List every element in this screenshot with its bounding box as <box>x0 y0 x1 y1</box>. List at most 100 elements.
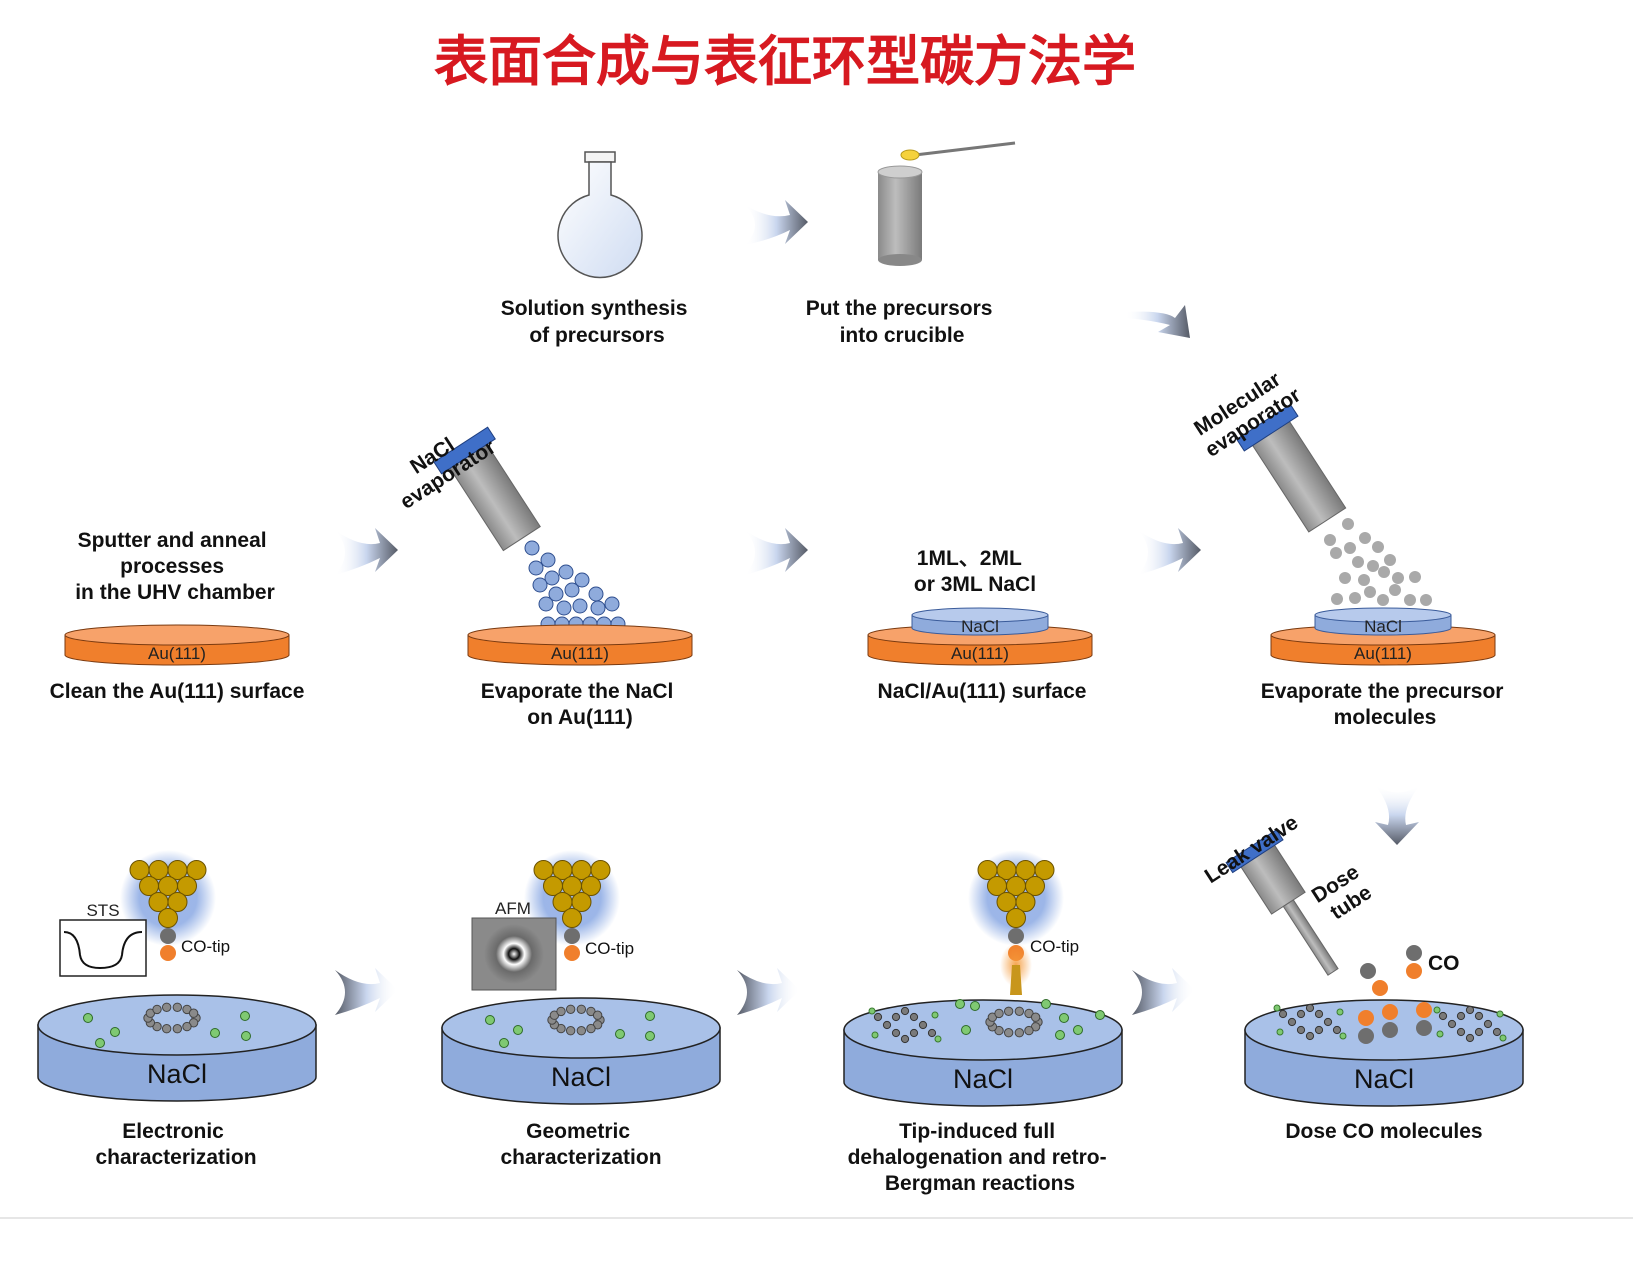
halogen-atom <box>1339 1032 1347 1040</box>
ring-carbon-atom <box>161 1024 172 1034</box>
precursor-atom <box>873 1012 883 1022</box>
nacl-particle <box>540 552 556 568</box>
chlorine-atom <box>1055 1030 1065 1040</box>
co-atom <box>1358 1010 1374 1026</box>
product-molecules-1 <box>83 1002 251 1048</box>
arrow-left-icon <box>737 968 800 1015</box>
chlorine-atom <box>485 1015 495 1025</box>
svg-text:NaCl: NaCl <box>953 1064 1013 1094</box>
co-oxygen-atom <box>160 945 176 961</box>
arrow-right-icon <box>1138 528 1201 575</box>
precursor-particle <box>1372 541 1384 553</box>
arrow-right-icon <box>745 200 808 245</box>
chlorine-atom <box>970 1001 980 1011</box>
precursor-atom <box>1314 1009 1324 1019</box>
caption-electronic: Electronic characterization <box>95 1120 256 1169</box>
tip-atom <box>581 876 601 896</box>
ring-carbon-atom <box>565 1004 576 1014</box>
product-molecules-2 <box>485 1004 655 1048</box>
precursor-particle <box>1378 566 1390 578</box>
halogen-atom <box>1496 1010 1504 1018</box>
tip-3 <box>968 850 1064 961</box>
caption-clean: Clean the Au(111) surface <box>50 680 305 703</box>
chlorine-atom <box>499 1038 509 1048</box>
nacl-particle <box>590 600 606 616</box>
co-atom <box>1360 963 1376 979</box>
precursor-particle <box>1359 532 1371 544</box>
co-carbon-atom <box>564 928 580 944</box>
svg-text:Au(111): Au(111) <box>951 644 1009 663</box>
precursor-atom <box>1447 1019 1457 1029</box>
nacl-layer-1: NaCl <box>911 607 1049 636</box>
ring-carbon-atom <box>1030 1012 1041 1022</box>
svg-text:AFM: AFM <box>495 899 531 918</box>
halogen-atom <box>1273 1004 1281 1012</box>
precursor-atom <box>1456 1011 1466 1021</box>
nacl-platform-4: NaCl <box>1244 999 1524 1107</box>
ring-carbon-atom <box>152 1004 162 1015</box>
nacl-particle <box>604 596 620 612</box>
halogen-atom <box>1276 1028 1284 1036</box>
nacl-particle <box>538 596 554 612</box>
chlorine-atom <box>645 1031 655 1041</box>
nacl-particle <box>548 586 564 602</box>
chlorine-atom <box>1059 1013 1069 1023</box>
precursor-atom <box>1483 1019 1493 1029</box>
chlorine-atom <box>961 1025 971 1035</box>
halogen-atom <box>871 1031 879 1039</box>
nacl-layer-2: NaCl <box>1314 607 1452 636</box>
svg-text:Au(111): Au(111) <box>551 644 609 663</box>
chlorine-atom <box>83 1013 93 1023</box>
caption-evap-precursor: Evaporate the precursor molecules <box>1261 680 1510 729</box>
ring-carbon-atom <box>172 1024 183 1034</box>
co-atom <box>1416 1020 1432 1036</box>
co-oxygen-atom <box>564 945 580 961</box>
caption-tip-induced: Tip-induced full dehalogenation and retr… <box>848 1120 1113 1195</box>
caption-dose-co: Dose CO molecules <box>1285 1120 1482 1143</box>
precursor-atom <box>1474 1027 1484 1037</box>
precursor-atom <box>1492 1027 1502 1037</box>
nacl-particle <box>532 577 548 593</box>
nacl-particle <box>528 560 544 576</box>
arrow-down-icon <box>1375 785 1420 845</box>
svg-text:CO: CO <box>1428 952 1460 975</box>
co-carbon-atom <box>160 928 176 944</box>
au111-disc-2: Au(111) <box>467 624 693 666</box>
precursor-atom <box>900 1006 910 1016</box>
chlorine-atom <box>210 1028 220 1038</box>
precursor-atom <box>1332 1025 1342 1035</box>
tip-atom <box>158 908 178 928</box>
precursor-atom <box>1296 1009 1306 1019</box>
nacl-particle <box>524 540 540 556</box>
nacl-particles <box>524 540 626 632</box>
precursor-particles <box>1324 518 1432 606</box>
nacl-platform-3: NaCl <box>843 999 1123 1107</box>
svg-text:NaCl: NaCl <box>1354 1064 1414 1094</box>
halogen-atom <box>868 1007 876 1015</box>
halogen-atom <box>1499 1034 1507 1042</box>
co-tip-label-1: CO-tip <box>181 937 230 956</box>
tip-atom <box>1025 876 1045 896</box>
ring-carbon-atom <box>161 1002 172 1012</box>
precursor-particle <box>1392 572 1404 584</box>
co-atom <box>1382 1004 1398 1020</box>
precursor-particle <box>1420 594 1432 606</box>
precursor-molecules-3 <box>868 999 1105 1044</box>
ring-carbon-atom <box>565 1026 576 1036</box>
nacl-evaporator-icon: NaCl evaporator <box>396 426 541 552</box>
nacl-particle <box>564 582 580 598</box>
precursor-atom <box>909 1028 919 1038</box>
chlorine-atom <box>615 1029 625 1039</box>
precursor-particle <box>1352 556 1364 568</box>
tip-atom <box>1015 892 1036 912</box>
precursor-atom <box>1456 1027 1466 1037</box>
ring-carbon-atom <box>1003 1006 1014 1016</box>
chlorine-atom <box>1095 1010 1105 1020</box>
molecular-evaporator-icon: Molecular evaporator <box>1190 368 1347 533</box>
nacl-particle <box>588 586 604 602</box>
tip-induced-beam <box>1000 943 1032 995</box>
arrow-left-icon <box>1132 968 1195 1015</box>
afm-image: AFM <box>471 899 557 991</box>
svg-text:Dose tube: Dose tube <box>1308 857 1382 928</box>
